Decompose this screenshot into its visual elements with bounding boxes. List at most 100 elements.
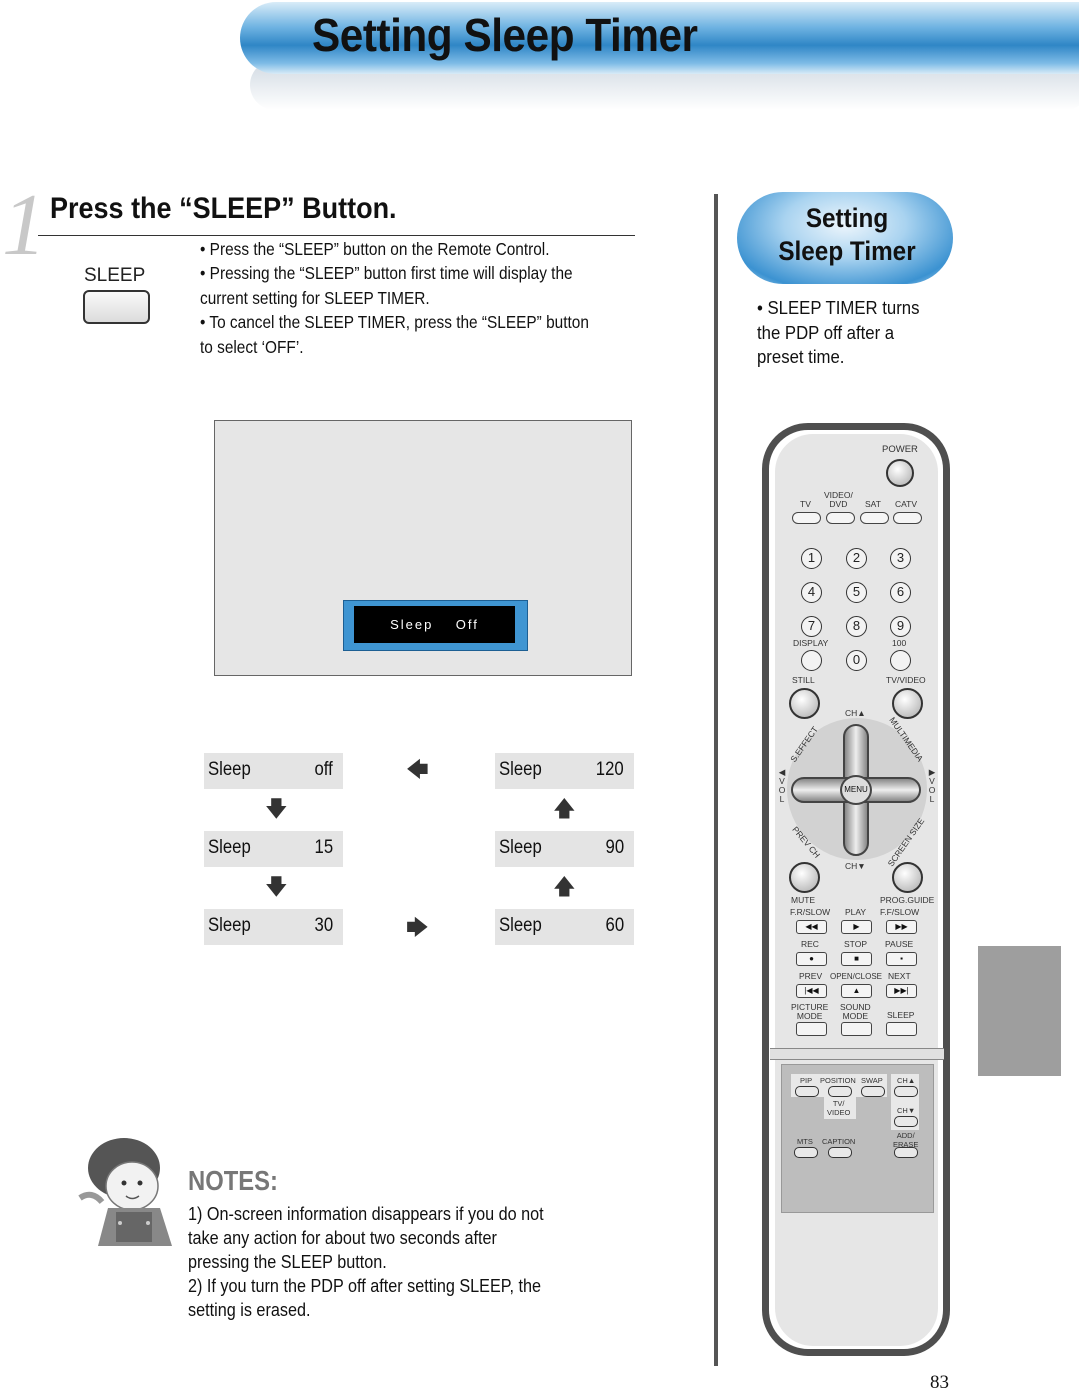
sleep-state-120: Sleep 120 — [495, 753, 634, 789]
state-label: Sleep — [499, 915, 542, 936]
digit-button: 4 — [801, 582, 822, 603]
fast-forward-icon: ▶▶ — [886, 920, 917, 934]
digit-button: 1 — [801, 548, 822, 569]
state-label: Sleep — [499, 759, 542, 780]
mute-button — [789, 862, 820, 893]
osd-label: Sleep — [390, 617, 434, 632]
osd-value: Off — [455, 617, 479, 632]
panel-ch-up-button — [894, 1086, 918, 1097]
remote-sleep-button — [886, 1022, 917, 1036]
mts-button — [794, 1147, 818, 1158]
state-value: 90 — [605, 837, 624, 858]
arrow-left-icon: 🡄 — [406, 757, 429, 782]
play-label: PLAY — [845, 907, 867, 917]
state-value: 120 — [596, 759, 624, 780]
display-button — [801, 650, 822, 671]
digit-button: 3 — [890, 548, 911, 569]
next-label: NEXT — [888, 971, 911, 981]
state-label: Sleep — [208, 837, 251, 858]
page-title: Setting Sleep Timer — [312, 9, 698, 61]
note-line: take any action for about two seconds af… — [188, 1228, 497, 1248]
instruction-line: • Pressing the “SLEEP” button first time… — [200, 263, 573, 283]
ch-down-label: CH▼ — [845, 861, 866, 871]
sleep-button-caption: SLEEP — [84, 265, 146, 286]
step-title: Press the “SLEEP” Button. — [50, 192, 397, 225]
step-number: 1 — [2, 177, 46, 274]
tv-video-label: TV/VIDEO — [886, 675, 926, 685]
power-label: POWER — [882, 444, 918, 455]
prev-label: PREV — [799, 971, 823, 981]
mascot-illustration — [78, 1138, 172, 1246]
picture-mode-button — [796, 1022, 827, 1036]
vol-text: VOL — [778, 776, 786, 804]
page-number: 83 — [930, 1372, 949, 1393]
state-label: Sleep — [208, 759, 251, 780]
eject-icon: ▲ — [841, 984, 872, 998]
sound-mode-label: SOUND MODE — [840, 1002, 871, 1021]
digit-button: 5 — [846, 582, 867, 603]
badge-title-line2: Sleep Timer — [778, 236, 916, 266]
column-divider — [714, 194, 718, 1366]
power-icon — [886, 459, 914, 487]
arrow-up-icon: 🡅 — [553, 796, 576, 821]
tv-source-button — [792, 512, 821, 524]
digit-button: 8 — [846, 616, 867, 637]
instruction-line: • To cancel the SLEEP TIMER, press the “… — [200, 312, 589, 332]
pause-label: PAUSE — [885, 939, 914, 949]
instruction-bullet: • Press the “SLEEP” button on the Remote… — [200, 239, 550, 259]
sidebar-line: • SLEEP TIMER turns — [757, 298, 920, 318]
arrow-down-icon: 🡇 — [265, 796, 288, 821]
arrow-down-icon: 🡇 — [265, 874, 288, 899]
instruction-bullet: • To cancel the SLEEP TIMER, press the “… — [200, 310, 589, 359]
pause-icon: ▪ — [886, 952, 917, 966]
instruction-bullet: • Pressing the “SLEEP” button first time… — [200, 261, 573, 310]
note-line: 1) On-screen information disappears if y… — [188, 1204, 544, 1224]
vol-left-label: ◀VOL — [778, 767, 786, 804]
swap-button — [861, 1086, 885, 1097]
swap-label: SWAP — [861, 1076, 883, 1085]
section-badge — [737, 192, 953, 284]
sidebar-line: preset time. — [757, 347, 845, 367]
pip-button — [795, 1086, 819, 1097]
badge-title-line1: Setting — [805, 203, 889, 233]
sound-mode-button — [841, 1022, 872, 1036]
digit-button: 0 — [846, 650, 867, 671]
caption-label: CAPTION — [822, 1137, 856, 1146]
rec-label: REC — [801, 939, 819, 949]
digit-button: 9 — [890, 616, 911, 637]
prog-guide-button — [892, 862, 923, 893]
fr-slow-label: F.R/SLOW — [790, 907, 831, 917]
position-button — [828, 1086, 852, 1097]
arrow-up-icon: 🡅 — [553, 874, 576, 899]
mts-label: MTS — [797, 1137, 813, 1146]
state-value: 60 — [605, 915, 624, 936]
source-label-tv: TV — [800, 499, 811, 509]
state-label: Sleep — [208, 915, 251, 936]
sat-source-button — [860, 512, 889, 524]
prog-guide-label: PROG.GUIDE — [880, 895, 935, 905]
tv-video-group — [824, 1097, 856, 1119]
digit-button: 2 — [846, 548, 867, 569]
sidebar-line: the PDP off after a — [757, 322, 895, 343]
arrow-right-icon: 🡆 — [406, 915, 429, 940]
add-erase-button — [894, 1147, 918, 1158]
panel-ch-down-label: CH▼ — [897, 1106, 916, 1115]
position-label: POSITION — [820, 1076, 856, 1085]
remote-cover-hinge — [770, 1048, 944, 1060]
digit-button: 6 — [890, 582, 911, 603]
stop-icon: ■ — [841, 952, 872, 966]
rewind-icon: ◀◀ — [796, 920, 827, 934]
digit-button: 7 — [801, 616, 822, 637]
source-label-catv: CATV — [895, 499, 918, 509]
previous-track-icon: |◀◀ — [796, 984, 827, 998]
play-icon: ▶ — [841, 920, 872, 934]
remote-sleep-label: SLEEP — [887, 1010, 915, 1020]
title-banner — [240, 2, 1079, 74]
source-label-sat: SAT — [865, 499, 881, 509]
panel-tv-video-label: TV/ VIDEO — [827, 1099, 851, 1117]
open-close-label: OPEN/CLOSE — [830, 972, 883, 981]
vol-right-label: ▶VOL — [928, 767, 936, 804]
